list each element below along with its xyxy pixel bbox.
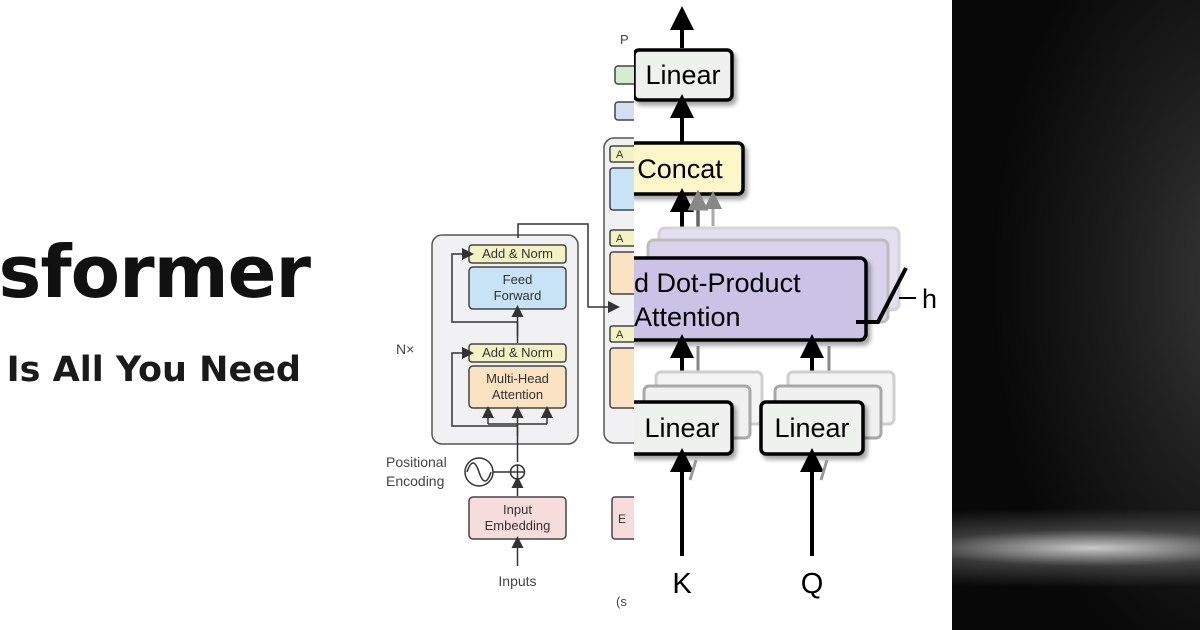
svg-text:E: E — [618, 512, 626, 526]
decoder-add-norm-1 — [609, 145, 634, 163]
multi-head-attention-panel: Linear Concat d Dot-Product Attention h — [634, 0, 952, 630]
k-label: K — [672, 568, 692, 600]
decoder-linear-box — [614, 101, 634, 121]
decoder-masked-attention — [609, 347, 634, 409]
decoder-bottom-label: (s — [616, 594, 627, 609]
encoder-output-arrow — [517, 223, 620, 313]
svg-text:A: A — [616, 233, 624, 245]
add-norm-top-label: Add & Norm — [482, 246, 553, 261]
subtitle: Is All You Need — [6, 350, 301, 390]
concat-label: Concat — [637, 154, 723, 184]
add-norm-bottom-label: Add & Norm — [482, 345, 553, 360]
input-embedding-label-line1: Input — [503, 502, 532, 517]
decoder-add-norm-2 — [609, 229, 634, 247]
svg-text:A: A — [616, 149, 624, 161]
q-shadow-input — [819, 459, 829, 481]
linear-top-label: Linear — [645, 60, 720, 90]
input-embedding-label-line2: Embedding — [485, 518, 551, 533]
q-label: Q — [801, 568, 824, 600]
head-count-label: h — [922, 284, 937, 314]
decoder-column: P A A A E (s — [603, 32, 634, 609]
positional-encoding-label-line1: Positional — [386, 454, 447, 470]
decoder-add-norm-3 — [609, 325, 634, 343]
multi-head-attention-label-line2: Attention — [492, 387, 543, 402]
transformer-diagram: P A A A E (s N× Add & Norm Feed For — [386, 32, 634, 609]
dark-spotlight-panel — [952, 0, 1200, 630]
decoder-cross-attention — [609, 251, 634, 295]
sine-wave-icon — [466, 462, 492, 482]
nx-label: N× — [396, 341, 414, 357]
feed-forward-label-line2: Forward — [494, 288, 542, 303]
attention-label-line1: d Dot-Product — [634, 268, 801, 298]
attention-label-line2: Attention — [634, 302, 741, 332]
decoder-softmax-box — [614, 65, 634, 85]
head-count-bracket — [856, 267, 908, 324]
decoder-top-label: P — [620, 32, 629, 47]
inputs-label: Inputs — [498, 573, 536, 589]
svg-text:A: A — [616, 329, 624, 341]
positional-encoding-label-line2: Encoding — [386, 473, 444, 489]
scaled-dot-product-attention-box — [634, 256, 868, 342]
decoder-feed-forward — [609, 167, 634, 211]
main-title: sformer — [0, 230, 311, 314]
multi-head-attention-diagram: Linear Concat d Dot-Product Attention h — [634, 6, 937, 600]
transformer-diagram-panel: P A A A E (s N× Add & Norm Feed For — [378, 0, 634, 630]
decoder-output-embedding — [611, 496, 634, 540]
k-shadow-input — [688, 459, 698, 481]
linear-k-label: Linear — [644, 413, 719, 443]
title-panel: sformer Is All You Need — [0, 0, 378, 630]
multi-head-attention-label-line1: Multi-Head — [486, 371, 549, 386]
feed-forward-label-line1: Feed — [503, 272, 533, 287]
linear-q-label: Linear — [774, 413, 849, 443]
